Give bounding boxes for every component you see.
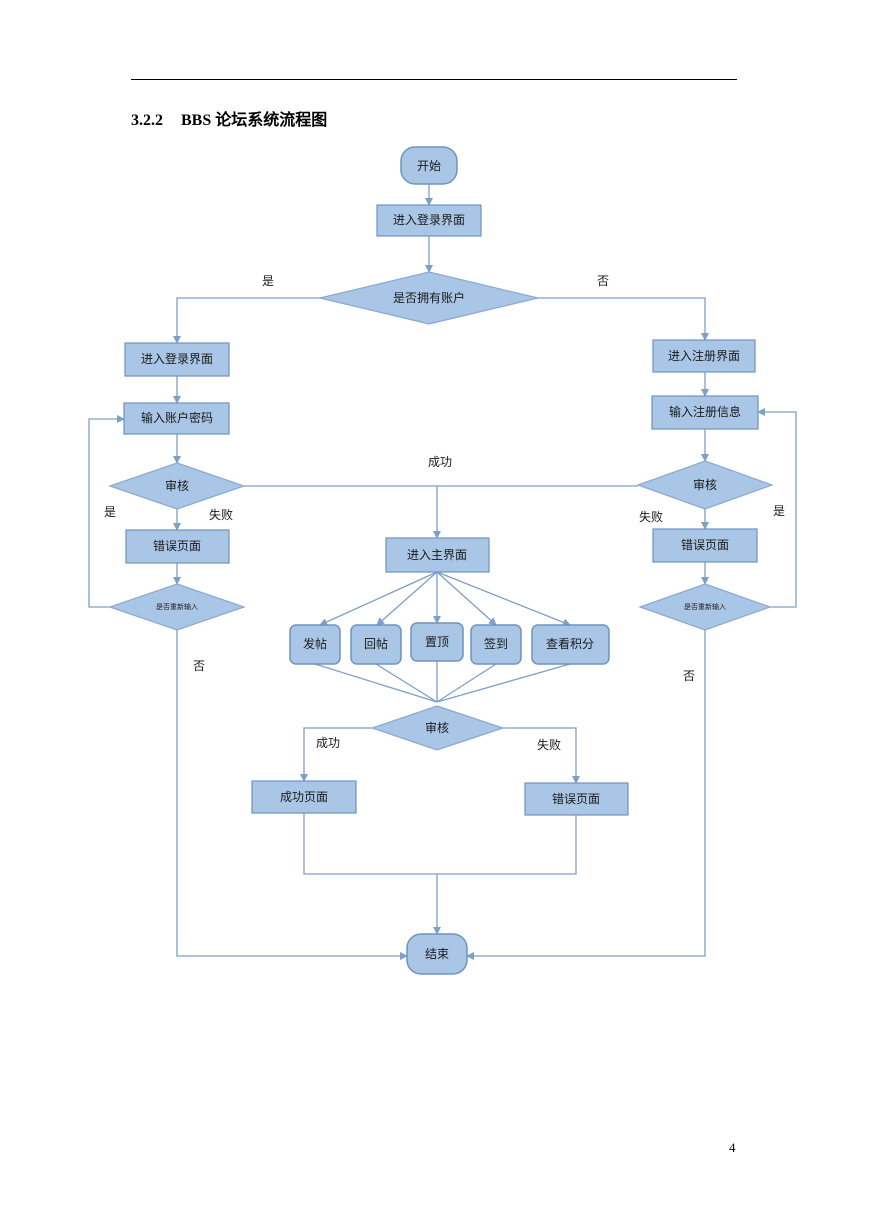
center-review-decision: 审核: [370, 705, 505, 751]
center-error-node: 错误页面: [524, 782, 629, 816]
center-review-label: 审核: [425, 720, 449, 735]
section-number: 3.2.2: [131, 112, 163, 129]
label-right-retry-no: 否: [683, 669, 695, 683]
enter-register-label: 进入注册界面: [668, 348, 740, 363]
left-retry-label: 是否重新输入: [156, 602, 198, 611]
label-right-review-fail: 失败: [639, 509, 663, 524]
enter-login-label: 进入登录界面: [393, 212, 465, 227]
label-decision-no: 否: [597, 274, 609, 288]
edge-post-to-review: [314, 663, 438, 703]
end-node: 结束: [406, 933, 468, 975]
left-review-decision: 审核: [108, 462, 246, 510]
edge-main-to-checkin: [436, 571, 497, 626]
edge-center-review-success: [300, 727, 372, 782]
end-label: 结束: [425, 947, 449, 961]
edge-right-retry-no: [466, 630, 706, 960]
label-center-fail: 失败: [537, 737, 561, 752]
edge-left-review-success: [244, 485, 441, 539]
left-retry-decision: 是否重新输入: [108, 583, 246, 631]
edge-success-page-out: [303, 813, 437, 875]
label-left-review-fail: 失败: [209, 507, 233, 522]
start-label: 开始: [417, 159, 441, 173]
right-retry-label: 是否重新输入: [684, 602, 726, 611]
left-error-label: 错误页面: [153, 539, 201, 553]
edge-points-to-review: [436, 663, 571, 703]
label-center-success: 成功: [316, 736, 340, 750]
edge-decision-yes: [173, 297, 320, 344]
input-register-node: 输入注册信息: [651, 395, 759, 430]
center-error-label: 错误页面: [552, 792, 600, 806]
edges: [88, 184, 797, 960]
left-error-node: 错误页面: [125, 529, 230, 564]
label-left-retry-yes: 是: [104, 505, 116, 519]
edge-main-to-post: [319, 571, 438, 626]
enter-login-node: 进入登录界面: [376, 204, 482, 237]
points-node: 查看积分: [531, 624, 610, 665]
page-number: 4: [729, 1140, 736, 1155]
reply-label: 回帖: [364, 636, 388, 651]
reply-node: 回帖: [350, 624, 402, 665]
right-retry-decision: 是否重新输入: [638, 583, 772, 631]
checkin-label: 签到: [484, 636, 508, 651]
right-error-node: 错误页面: [652, 528, 758, 563]
checkin-node: 签到: [470, 624, 522, 665]
input-credentials-node: 输入账户密码: [123, 402, 230, 435]
edge-reply-to-review: [375, 663, 438, 703]
pin-node: 置顶: [410, 622, 464, 662]
left-review-label: 审核: [165, 478, 189, 493]
right-review-decision: 审核: [636, 460, 774, 510]
edge-right-retry-yes: [757, 408, 797, 608]
success-page-node: 成功页面: [251, 780, 357, 814]
edge-labels: 是 否 成功 是 失败 否 失败 是 否 成功 失败: [104, 274, 785, 752]
post-node: 发帖: [289, 624, 341, 665]
edge-center-error-out: [437, 815, 577, 875]
left-enter-login-node: 进入登录界面: [124, 342, 230, 377]
main-node: 进入主界面: [385, 537, 490, 573]
edge-decision-no: [538, 297, 709, 341]
edge-main-to-reply: [376, 571, 438, 626]
points-label: 查看积分: [546, 637, 594, 651]
right-review-label: 审核: [693, 477, 717, 492]
start-node: 开始: [400, 146, 458, 185]
edge-left-retry-yes: [88, 415, 125, 608]
label-login-success: 成功: [428, 455, 452, 469]
edge-center-review-fail: [503, 727, 580, 784]
label-left-retry-no: 否: [193, 659, 205, 673]
edge-main-to-points: [436, 571, 571, 627]
section-heading: 3.2.2 BBS 论坛系统流程图: [131, 106, 327, 130]
edge-left-retry-no: [176, 630, 408, 960]
label-decision-yes: 是: [262, 274, 274, 288]
input-register-label: 输入注册信息: [669, 404, 741, 419]
label-right-retry-yes: 是: [773, 504, 785, 518]
right-error-label: 错误页面: [681, 538, 729, 552]
enter-register-node: 进入注册界面: [652, 339, 756, 373]
success-page-label: 成功页面: [280, 790, 328, 804]
has-account-decision: 是否拥有账户: [319, 271, 539, 325]
left-enter-login-label: 进入登录界面: [141, 351, 213, 366]
edge-checkin-to-review: [436, 663, 497, 703]
main-label: 进入主界面: [407, 548, 467, 562]
has-account-label: 是否拥有账户: [393, 290, 465, 305]
pin-label: 置顶: [425, 635, 449, 649]
post-label: 发帖: [303, 636, 327, 651]
section-title: BBS 论坛系统流程图: [181, 112, 328, 129]
header-rule: [131, 79, 737, 80]
input-credentials-label: 输入账户密码: [141, 410, 213, 425]
